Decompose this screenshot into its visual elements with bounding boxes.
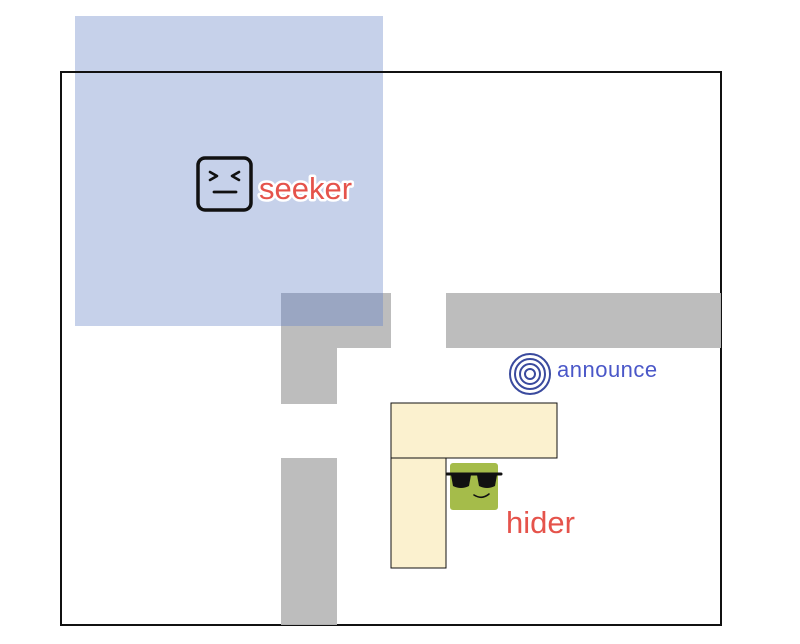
walls (281, 293, 721, 625)
arena-boundary (60, 71, 722, 626)
vision-wall-overlap (281, 293, 383, 326)
announce-signal: announce (509, 353, 658, 395)
announce-label: announce (557, 357, 658, 382)
seeker-label: seeker (259, 171, 352, 206)
hider-agent: hider (445, 463, 575, 540)
seeker-agent: seeker (196, 156, 355, 212)
movable-boxes (390, 402, 558, 569)
box-horizontal (390, 402, 558, 459)
wall-segment (446, 293, 721, 348)
wall-segment (281, 348, 337, 404)
box-vertical (390, 457, 447, 569)
seeker-vision-area (75, 16, 383, 326)
angry-face-icon (196, 156, 253, 212)
hider-label: hider (506, 505, 575, 540)
sunglasses-face-icon (445, 463, 503, 510)
broadcast-rings-icon (509, 353, 551, 395)
wall-segment (281, 458, 337, 625)
